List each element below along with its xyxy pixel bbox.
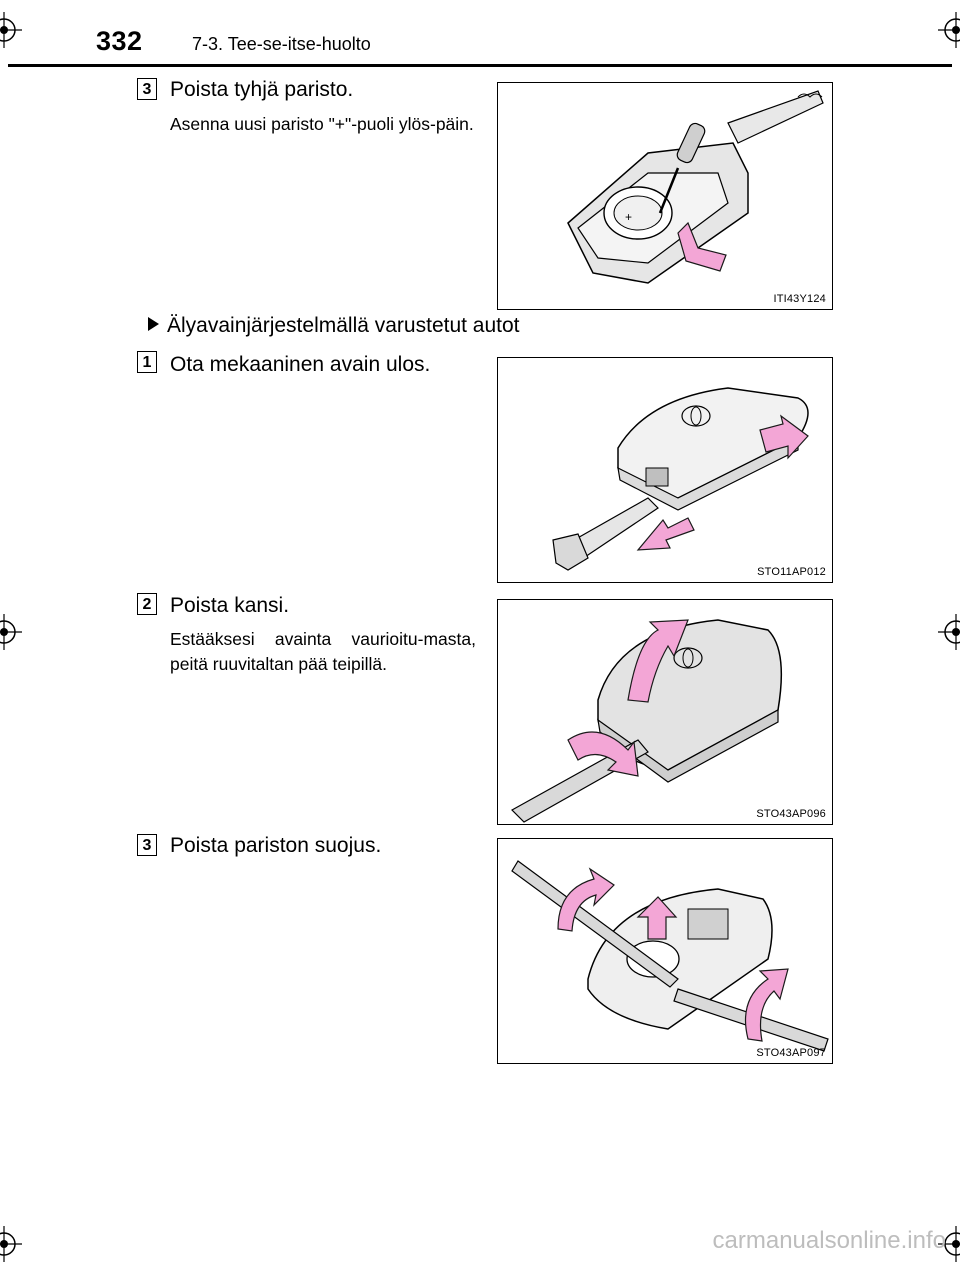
figure-remove-battery: + ITI43Y124 [497, 82, 833, 310]
page-number: 332 [96, 26, 143, 56]
bullet-heading-text: Älyavainjärjestelmällä varustetut autot [167, 314, 520, 337]
figure-remove-mechanical-key: STO11AP012 [497, 357, 833, 583]
step-title: Poista pariston suojus. [170, 834, 382, 857]
section-title: 7-3. Tee-se-itse-huolto [192, 34, 371, 54]
triangle-bullet-icon [148, 317, 159, 331]
key-battery-illustration: + [567, 90, 824, 284]
step-note: Asenna uusi paristo "+"-puoli ylös-päin. [170, 114, 474, 134]
step-title: Ota mekaaninen avain ulos. [170, 353, 431, 376]
figure-remove-cover: STO43AP096 [497, 599, 833, 825]
bullet-heading: Älyavainjärjestelmällä varustetut autot [148, 314, 520, 338]
key-cover-illustration [511, 619, 783, 823]
figure-code: STO11AP012 [757, 566, 826, 578]
registration-mark-icon [938, 1226, 960, 1262]
watermark: carmanualsonline.info [712, 1227, 946, 1254]
smart-key-illustration [552, 387, 809, 571]
battery-cover-illustration [511, 860, 829, 1052]
step-note: Estääksesi avainta vaurioitu-masta, peit… [170, 629, 476, 674]
step-number-badge: 2 [137, 593, 157, 615]
registration-mark-icon [0, 1226, 22, 1262]
header-rule [8, 64, 952, 67]
step-number-badge: 1 [137, 351, 157, 373]
registration-mark-icon [0, 614, 22, 650]
figure-code: STO43AP097 [756, 1047, 826, 1059]
step-title: Poista kansi. [170, 594, 290, 617]
figure-code: ITI43Y124 [773, 293, 826, 305]
step-title: Poista tyhjä paristo. [170, 78, 354, 101]
registration-mark-icon [938, 614, 960, 650]
step-number-badge: 3 [137, 834, 157, 856]
svg-text:+: + [625, 210, 632, 224]
step-number-badge: 3 [137, 78, 157, 100]
registration-mark-icon [938, 12, 960, 48]
figure-remove-battery-cover: STO43AP097 [497, 838, 833, 1064]
registration-mark-icon [0, 12, 22, 48]
figure-code: STO43AP096 [756, 808, 826, 820]
